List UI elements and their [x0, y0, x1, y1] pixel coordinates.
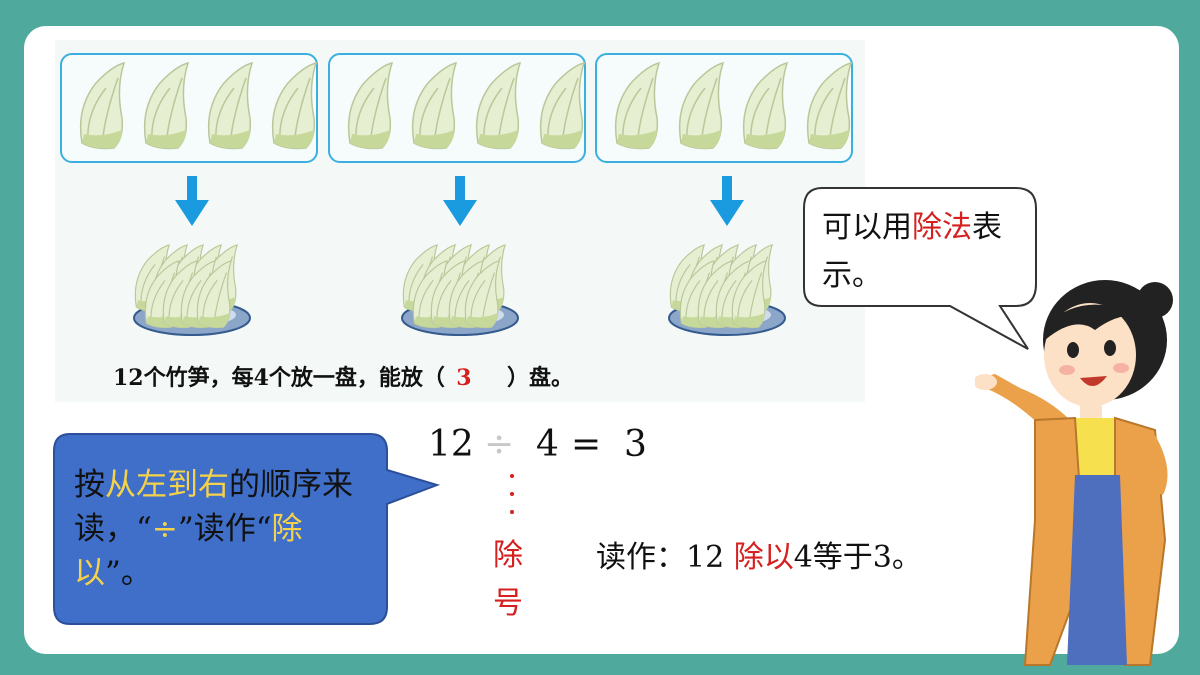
- sentence-before: 12个竹笋，每4个放一盘，能放（: [113, 365, 445, 391]
- bamboo-shoot-3-3: [742, 61, 789, 150]
- down-arrow-head-1: [175, 200, 209, 226]
- lb-highlight-order: 从左到右: [105, 467, 229, 503]
- reading-suffix: 4等于3。: [793, 540, 922, 575]
- dividend: 12: [428, 424, 474, 465]
- left-speech-bubble: [53, 433, 441, 625]
- down-arrow-shaft-1: [187, 176, 197, 202]
- reading-line: 读作：12 除以4等于3。: [596, 532, 922, 576]
- sentence-after: ）盘。: [506, 365, 573, 391]
- reading-keyword: 除以: [733, 540, 794, 575]
- bamboo-shoot-1-3: [207, 61, 254, 150]
- bamboo-shoot-2-2: [411, 61, 458, 150]
- down-arrow-shaft-3: [722, 176, 732, 202]
- symbol-name-char-1: 除: [493, 538, 523, 573]
- division-sign: ÷: [484, 424, 515, 465]
- lb-part4: ”。: [105, 555, 152, 591]
- reading-prefix: 读作：12: [596, 540, 734, 575]
- bamboo-shoot-1-2: [143, 61, 190, 150]
- lb-highlight-sign: ÷: [151, 511, 178, 547]
- pointer-dots: [510, 474, 514, 514]
- rb-part1: 可以用: [822, 210, 912, 245]
- plated-shoot-1-9: [196, 260, 233, 329]
- sentence-answer: 3: [456, 365, 472, 391]
- plated-shoot-2-9: [464, 260, 501, 329]
- right-speech-bubble: [803, 187, 1037, 350]
- lb-part2: 的顺序来读，“: [74, 467, 353, 547]
- rb-part2: 表示。: [822, 210, 1002, 293]
- bamboo-shoot-1-1: [79, 61, 126, 150]
- down-arrow-shaft-2: [455, 176, 465, 202]
- plated-shoot-3-9: [731, 260, 768, 329]
- division-equation: 12 ÷ 4 = 3: [428, 424, 647, 670]
- symbol-name-char-2: 号: [493, 586, 523, 621]
- down-arrow-head-3: [710, 200, 744, 226]
- bamboo-shoot-3-1: [614, 61, 661, 150]
- division-sign-name: 除 号: [490, 532, 526, 628]
- divisor: 4: [536, 424, 559, 465]
- quotient: 3: [624, 424, 647, 465]
- rb-highlight: 除法: [912, 210, 972, 245]
- teacher-illustration: [975, 280, 1173, 666]
- right-bubble-text: 可以用除法表示。: [822, 204, 1032, 300]
- bamboo-shoot-2-4: [539, 61, 586, 150]
- left-bubble-text: 按从左到右的顺序来读，“÷”读作“除以”。: [74, 463, 374, 595]
- equals-sign: =: [571, 424, 602, 465]
- lb-part1: 按: [74, 467, 105, 503]
- lb-highlight-read: 除以: [74, 511, 303, 591]
- down-arrow-head-2: [443, 200, 477, 226]
- bamboo-shoot-3-2: [678, 61, 725, 150]
- question-sentence: 12个竹笋，每4个放一盘，能放（ 3 ）盘。: [113, 360, 573, 392]
- bamboo-shoot-3-4: [806, 61, 853, 150]
- bamboo-shoot-1-4: [271, 61, 318, 150]
- bamboo-shoot-2-3: [475, 61, 522, 150]
- lb-part3: ”读作“: [177, 511, 272, 547]
- bamboo-shoot-2-1: [347, 61, 394, 150]
